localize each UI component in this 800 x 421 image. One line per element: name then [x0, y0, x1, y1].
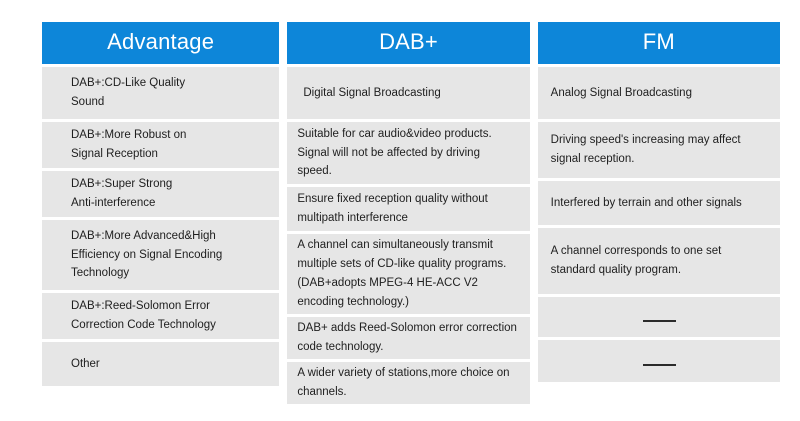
table-row: Digital Signal Broadcasting — [287, 67, 530, 119]
cell-line: Driving speed's increasing may affect — [550, 134, 741, 147]
cell-line: DAB+:Reed-Solomon Error — [71, 300, 211, 313]
cell-line: Ensure fixed reception quality without — [297, 193, 488, 206]
table-row: Other — [42, 342, 280, 386]
cell-line: A channel can simultaneously transmit — [297, 239, 493, 252]
table-row: DAB+ adds Reed-Solomon error correction … — [287, 317, 530, 359]
table-column-dab-plus: DAB+ Digital Signal Broadcasting Suitabl… — [287, 22, 530, 404]
column-header-advantage: Advantage — [42, 22, 280, 64]
cell-line: DAB+:More Advanced&High — [71, 229, 216, 242]
column-header-fm: FM — [537, 22, 780, 64]
em-dash-placeholder-icon — [642, 312, 676, 322]
cell-line: signal reception. — [550, 153, 635, 165]
cell-line: DAB+:More Robust on — [71, 129, 187, 142]
cell-line: Digital Signal Broadcasting — [303, 86, 441, 99]
table-row: DAB+:CD-Like Quality Sound — [42, 67, 280, 119]
comparison-table: Advantage DAB+:CD-Like Quality Sound DAB… — [42, 22, 780, 404]
table-row: Ensure fixed reception quality without m… — [287, 187, 530, 231]
table-row: A channel corresponds to one set standar… — [537, 228, 780, 294]
cell-line: Signal Reception — [71, 148, 158, 160]
cell-line: Interfered by terrain and other signals — [550, 196, 742, 209]
table-row: Interfered by terrain and other signals — [537, 181, 780, 225]
cell-line: Other — [71, 357, 100, 370]
table-row: Analog Signal Broadcasting — [537, 67, 780, 119]
cell-line: correction code technology. — [297, 322, 517, 353]
cell-line: A channel corresponds to one set — [550, 245, 722, 258]
cell-line: on channels. — [297, 367, 510, 398]
cell-line: standard quality program. — [550, 264, 682, 276]
cell-line: Anti-interference — [71, 197, 156, 209]
em-dash-placeholder-icon — [642, 356, 676, 366]
cell-line: DAB+:CD-Like Quality — [71, 77, 186, 90]
cell-line: (DAB+adopts MPEG-4 HE-ACC V2 — [297, 277, 478, 289]
cell-line: multiple sets of CD-like quality program… — [297, 258, 507, 271]
cell-line: speed. — [297, 165, 332, 178]
cell-line: multipath interference — [297, 212, 408, 224]
column-header-dab-plus: DAB+ — [287, 22, 530, 64]
cell-line: Correction Code Technology — [71, 319, 216, 331]
cell-line: Efficiency on Signal Encoding — [71, 248, 223, 261]
table-row: DAB+:Super Strong Anti-interference — [42, 171, 280, 217]
table-row: DAB+:More Robust on Signal Reception — [42, 122, 280, 168]
table-row: Driving speed's increasing may affect si… — [537, 122, 780, 178]
cell-line: Suitable for car audio&video products. — [297, 127, 492, 140]
table-column-fm: FM Analog Signal Broadcasting Driving sp… — [537, 22, 780, 382]
cell-line: encoding technology.) — [297, 295, 410, 308]
cell-line: Analog Signal Broadcasting — [550, 86, 692, 99]
cell-line: A wider variety of stations,more choice — [297, 367, 494, 380]
table-column-advantage: Advantage DAB+:CD-Like Quality Sound DAB… — [42, 22, 280, 386]
cell-line: DAB+:Super Strong — [71, 178, 173, 191]
table-row: A wider variety of stations,more choice … — [287, 362, 530, 404]
table-row: A channel can simultaneously transmit mu… — [287, 234, 530, 314]
table-row: DAB+:Reed-Solomon Error Correction Code … — [42, 293, 280, 339]
cell-line: DAB+ adds Reed-Solomon error — [297, 322, 464, 335]
table-row-placeholder — [537, 340, 780, 382]
table-row: DAB+:More Advanced&High Efficiency on Si… — [42, 220, 280, 290]
cell-line: Technology — [71, 267, 130, 280]
cell-line: Signal will not be affected by driving — [297, 146, 480, 159]
cell-line: Sound — [71, 96, 105, 108]
table-row-placeholder — [537, 297, 780, 337]
table-row: Suitable for car audio&video products. S… — [287, 122, 530, 184]
